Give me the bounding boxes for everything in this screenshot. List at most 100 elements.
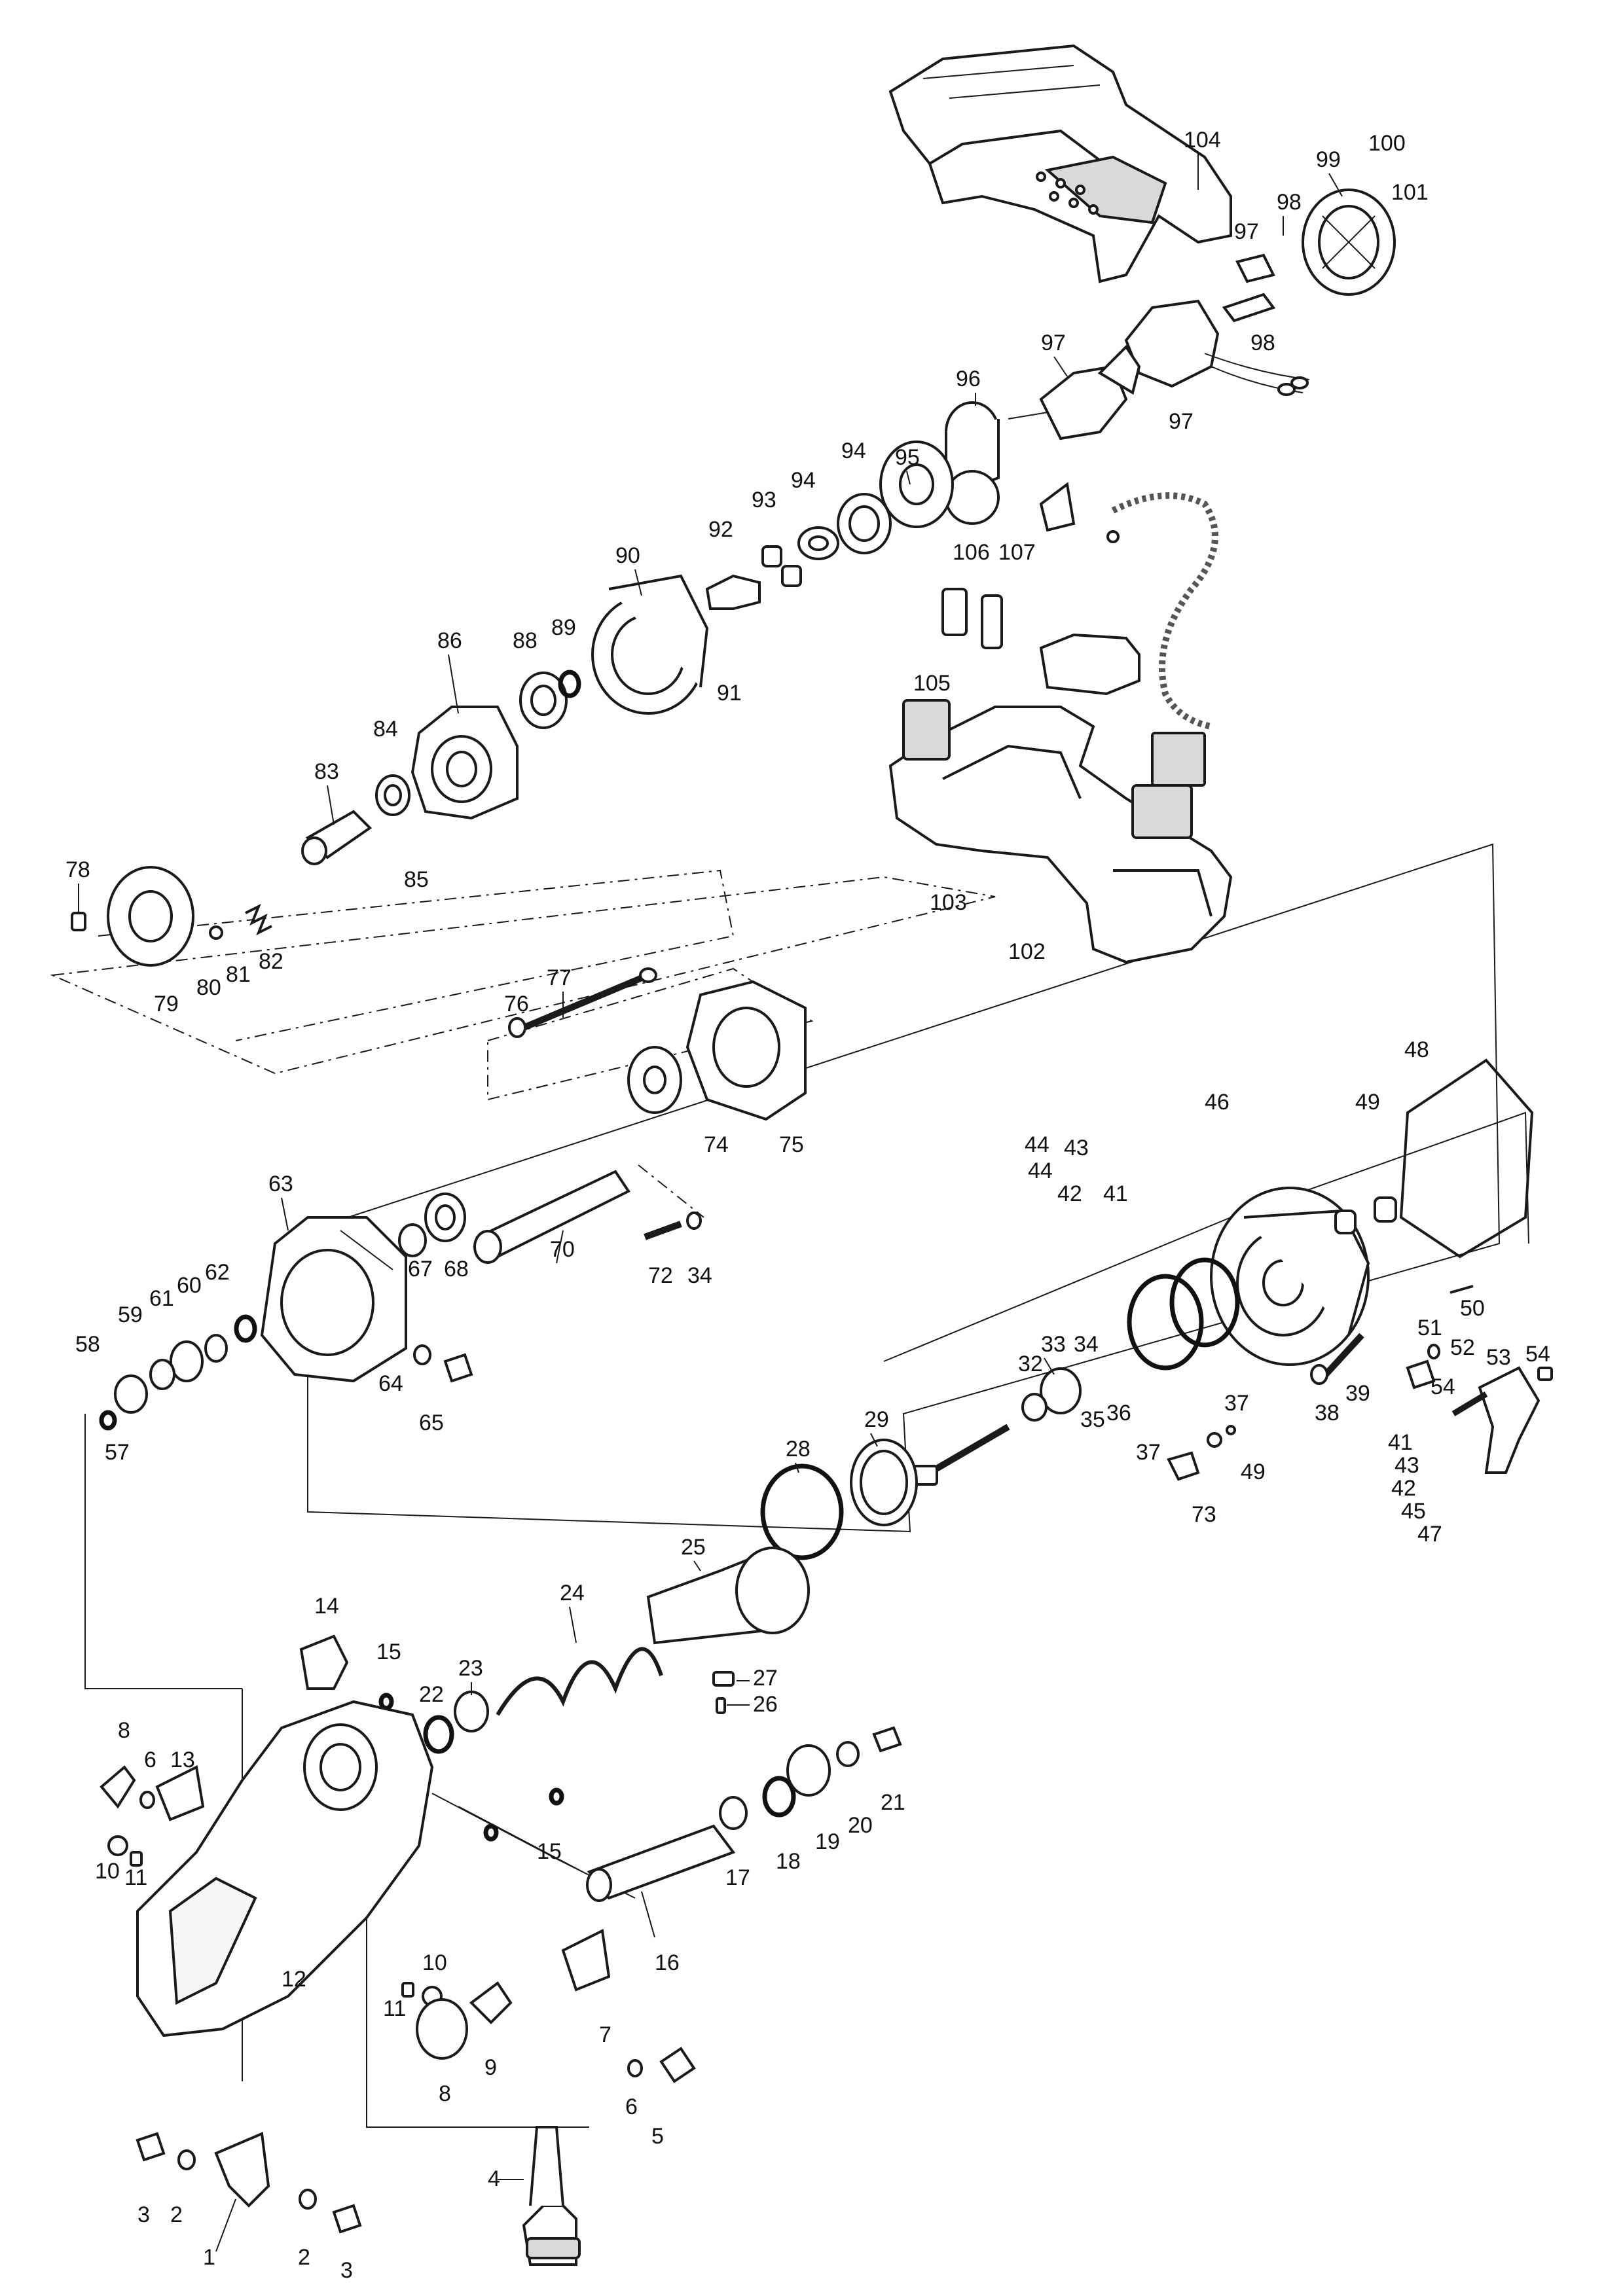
callout-label: 58 [75,1332,100,1357]
callout-label: 2 [170,2202,183,2227]
callout-label: 29 [864,1407,889,1432]
callout-label: 33 [1041,1332,1066,1357]
callout-label: 13 [170,1748,195,1772]
part-callouts: 104 99 100 101 98 97 98 97 97 96 95 94 9… [65,128,1550,2283]
callout-label: 94 [791,468,816,493]
bolt-67-washer-34 [644,1211,702,1240]
callout-label: 16 [655,1950,680,1975]
callout-label: 53 [1486,1345,1511,1370]
callout-label: 10 [95,1859,120,1884]
callout-label: 39 [1345,1381,1370,1406]
needle-bearings-87 [761,545,802,587]
callout-label: 44 [1025,1132,1049,1157]
brackets-1-7-13 [155,1765,611,2208]
callout-label: 42 [1391,1476,1416,1501]
spring-77-ball-75 [209,903,272,940]
callout-label: 49 [1241,1460,1266,1484]
retainer-17-to-21 [719,1726,902,1830]
lever-100-101 [941,588,1003,649]
leader-lines [78,154,1343,2252]
callout-label: 84 [373,717,398,742]
callout-label: 83 [314,759,339,784]
bearing-82 [519,672,568,729]
callout-label: 61 [149,1286,174,1311]
battery-housing-98 [888,706,1233,964]
needle-bearing-49 [1334,1196,1397,1234]
side-grip-4 [522,2126,581,2266]
washer-71 [508,1017,526,1038]
callout-label: 63 [268,1172,293,1196]
bearing-79 [375,774,410,816]
callout-label: 9 [484,2055,497,2080]
callout-label: 47 [1417,1522,1442,1547]
callout-label: 77 [547,965,572,990]
callout-label: 18 [776,1849,801,1874]
brush-holder-93 [1124,299,1310,396]
callout-label: 51 [1417,1316,1442,1340]
callout-label: 97 [1041,331,1066,355]
callout-label: 34 [1074,1332,1099,1357]
clutch-plate-74 [107,866,194,967]
key-27-pin-26 [712,1671,735,1714]
callout-label: 99 [1316,147,1341,172]
callout-label: 106 [953,540,990,565]
callout-label: 105 [913,671,951,696]
callout-label: 89 [551,615,576,640]
callout-label: 17 [725,1865,750,1890]
callout-label: 43 [1395,1453,1419,1478]
callout-label: 67 [408,1257,433,1282]
end-cap-96 [1302,188,1396,296]
callout-label: 8 [439,2081,451,2106]
rings-55-60 [99,1314,257,1431]
callout-label: 97 [1234,219,1259,244]
callout-label: 70 [550,1237,575,1262]
callout-label: 78 [65,857,90,882]
callout-label: 94 [841,439,866,463]
callout-label: 22 [419,1682,444,1707]
callout-label: 90 [615,543,640,568]
callout-label: 15 [376,1640,401,1664]
callout-label: 11 [124,1865,147,1890]
callout-label: 102 [1008,939,1046,964]
gasket-48 [1399,1058,1534,1259]
holders-14-15 [299,1634,564,1842]
callout-label: 88 [513,628,538,653]
callout-label: 79 [154,992,179,1016]
screw-63-washer-62 [413,1344,473,1383]
callout-label: 12 [282,1967,306,1992]
callout-label: 37 [1224,1391,1249,1416]
callout-label: 6 [625,2094,638,2119]
callout-label: 10 [422,1950,447,1975]
tool-holder-25 [646,1547,810,1645]
change-lever-53 [1478,1366,1553,1474]
crank-shaft-66 [473,1170,630,1264]
callout-label: 86 [437,628,462,653]
callout-label: 54 [1525,1342,1550,1367]
callout-label: 49 [1355,1090,1380,1115]
gear-cover-70 [685,980,807,1121]
callout-label: 82 [259,949,283,974]
callout-label: 101 [1391,180,1429,205]
callout-label: 37 [1136,1440,1161,1465]
assembly-outlines [50,843,1529,2128]
spring-24 [496,1647,663,1716]
callout-label: 5 [651,2124,664,2149]
callout-label: 32 [1018,1352,1043,1376]
callout-label: 28 [786,1437,811,1462]
o-rings-36-37 [1127,1257,1240,1371]
callout-label: 57 [105,1440,130,1465]
callout-label: 80 [196,975,221,1000]
callout-label: 4 [488,2166,500,2191]
callout-label: 36 [1106,1401,1131,1426]
callout-label: 25 [681,1535,706,1560]
callout-label: 11 [383,1996,406,2021]
callout-label: 107 [998,540,1036,565]
holder-102-screw-103 [1039,482,1120,543]
grip-housing-12 [136,1700,434,2037]
gear-housing-84 [591,574,709,715]
switch-104 [1039,633,1140,696]
callout-label: 60 [177,1273,202,1298]
callout-label: 62 [205,1260,230,1285]
callout-label: 3 [340,2258,353,2283]
